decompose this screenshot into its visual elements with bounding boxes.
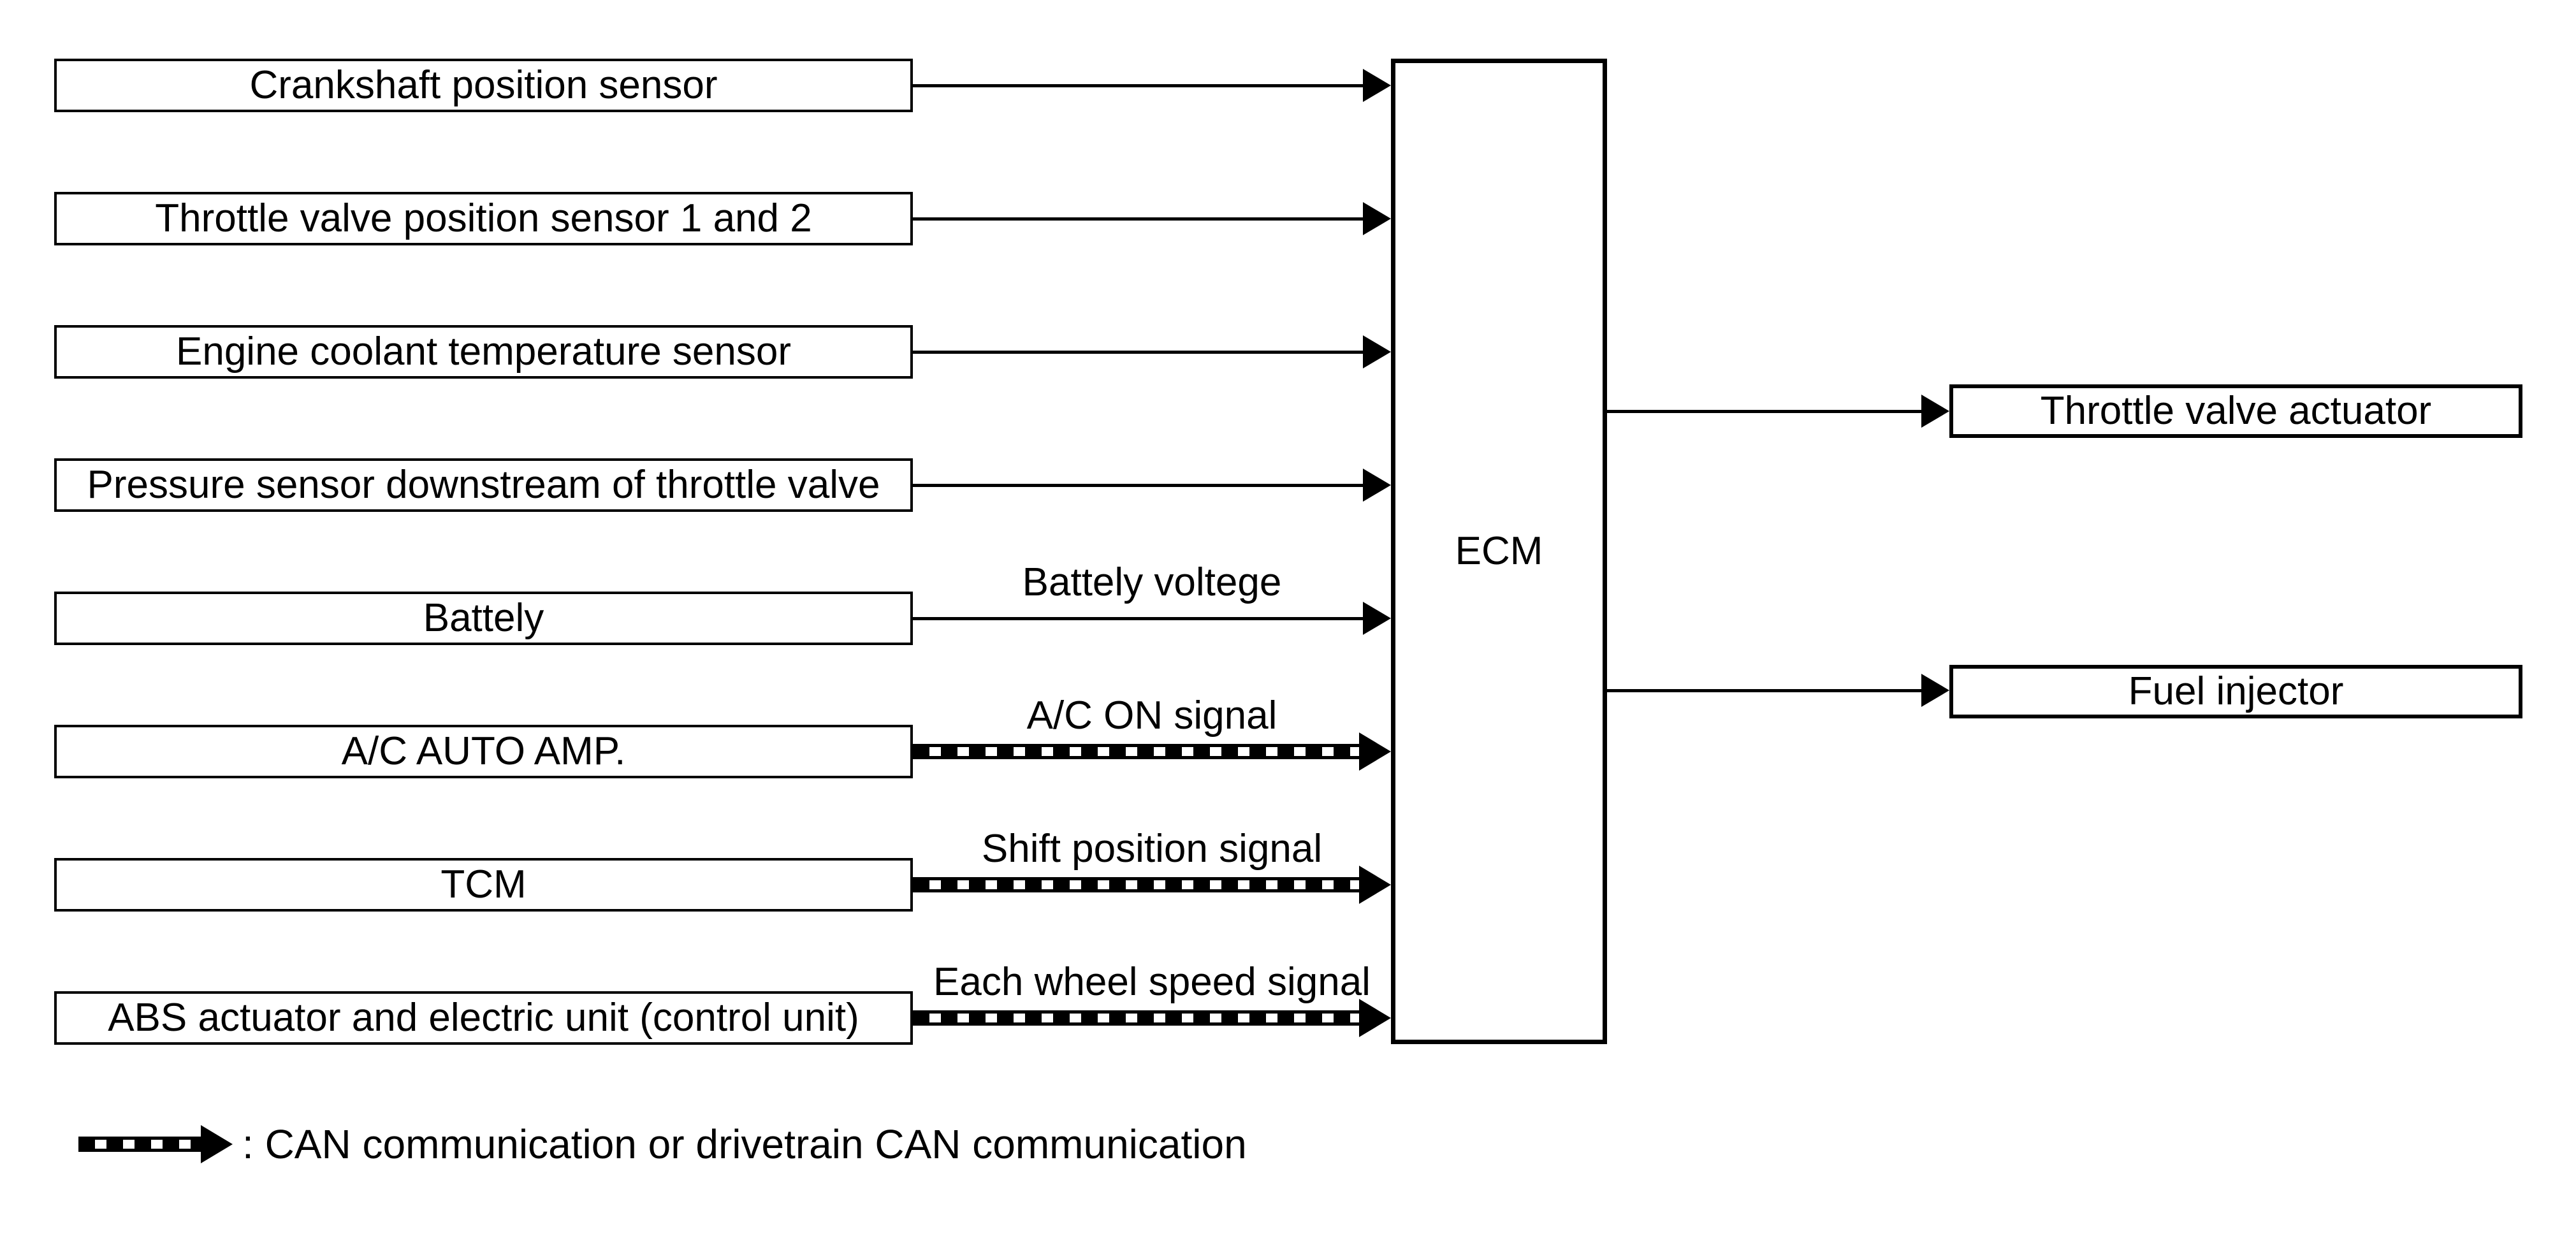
legend-can-arrow-icon	[78, 1137, 201, 1152]
input-box-label: Pressure sensor downstream of throttle v…	[87, 463, 880, 507]
arrowhead-icon	[1363, 335, 1391, 368]
output-box-throttle-valve-actuator: Throttle valve actuator	[1949, 384, 2522, 438]
input-box-label: Battely	[423, 596, 544, 640]
input-box-ac-auto-amp: A/C AUTO AMP.	[54, 725, 913, 778]
can-signal-line	[913, 744, 1360, 759]
arrowhead-icon	[1363, 602, 1391, 635]
arrowhead-icon	[1363, 69, 1391, 102]
legend-text: : CAN communication or drivetrain CAN co…	[242, 1121, 1247, 1167]
output-box-label: Fuel injector	[2128, 669, 2344, 713]
input-box-tcm: TCM	[54, 858, 913, 912]
legend-can-arrowhead-icon	[201, 1125, 233, 1163]
input-box-engine-coolant-temperature-sensor: Engine coolant temperature sensor	[54, 325, 913, 379]
can-arrowhead-icon	[1359, 999, 1391, 1037]
arrowhead-icon	[1363, 202, 1391, 235]
input-box-battery: Battely	[54, 592, 913, 645]
signal-line	[913, 617, 1364, 620]
input-box-label: A/C AUTO AMP.	[341, 729, 626, 773]
ecm-label: ECM	[1455, 529, 1543, 573]
input-box-abs-actuator: ABS actuator and electric unit (control …	[54, 991, 913, 1045]
input-box-label: Crankshaft position sensor	[249, 63, 718, 107]
signal-line	[913, 351, 1364, 354]
output-line	[1607, 410, 1926, 413]
can-arrowhead-icon	[1359, 732, 1391, 771]
arrowhead-icon	[1363, 469, 1391, 502]
can-signal-line	[913, 877, 1360, 892]
input-box-label: ABS actuator and electric unit (control …	[108, 996, 859, 1040]
input-box-pressure-sensor-downstream: Pressure sensor downstream of throttle v…	[54, 458, 913, 512]
ecm-box: ECM	[1391, 59, 1607, 1044]
output-box-label: Throttle valve actuator	[2040, 389, 2432, 433]
input-box-label: TCM	[440, 862, 527, 906]
output-box-fuel-injector: Fuel injector	[1949, 665, 2522, 718]
signal-label-battery-voltage: Battely voltege	[1022, 560, 1282, 604]
can-signal-line	[913, 1010, 1360, 1026]
signal-label-ac-on: A/C ON signal	[1026, 694, 1277, 738]
input-box-label: Throttle valve position sensor 1 and 2	[155, 196, 812, 240]
signal-line	[913, 217, 1364, 221]
signal-label-shift-position: Shift position signal	[981, 827, 1323, 871]
input-box-label: Engine coolant temperature sensor	[175, 330, 792, 374]
input-box-throttle-valve-position-sensor: Throttle valve position sensor 1 and 2	[54, 192, 913, 245]
arrowhead-icon	[1921, 674, 1949, 707]
input-box-crankshaft-position-sensor: Crankshaft position sensor	[54, 59, 913, 112]
output-line	[1607, 689, 1926, 692]
arrowhead-icon	[1921, 395, 1949, 428]
signal-line	[913, 484, 1364, 487]
signal-line	[913, 84, 1364, 87]
can-arrowhead-icon	[1359, 866, 1391, 904]
signal-label-wheel-speed: Each wheel speed signal	[933, 960, 1371, 1004]
